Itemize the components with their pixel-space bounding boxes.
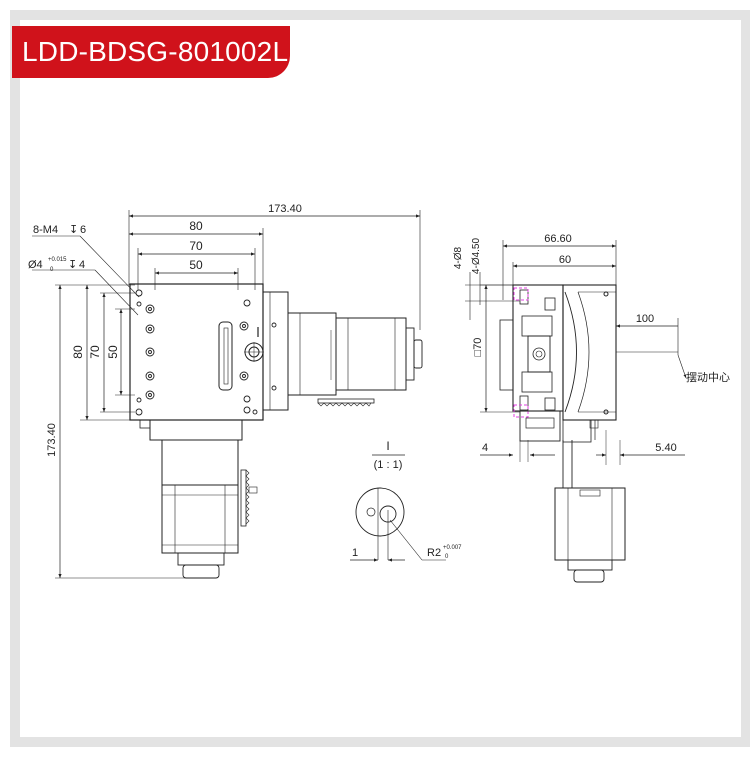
drawing-frame [10,10,750,747]
dim-80: 80 [189,219,203,233]
dim-sq70: □70 [472,338,484,357]
detail-radius-tol-upper: +0.007 [443,545,462,551]
front-view-labels: 173.40 80 70 50 80 70 50 173.40 8-M4 ↧ 6… [28,203,302,457]
note-pin-tol-lower: 0 [50,267,54,273]
note-4-phi8: 4-Ø8 [453,246,464,269]
depth-symbol-icon: ↧ [69,224,78,236]
dim-50: 50 [189,258,203,272]
dim-v80: 80 [71,345,85,359]
note-thread: 8-M4 [33,224,58,236]
detail-view [350,454,446,562]
dim-v50: 50 [106,345,120,359]
detail-scale: (1 : 1) [374,459,403,471]
dim-v70: 70 [88,345,102,359]
side-view [465,240,687,583]
dim-66-60: 66.60 [544,233,572,245]
detail-radius: R2 [427,547,441,559]
note-pin-tol-upper: +0.015 [48,257,67,263]
note-4-phi4-50: 4-Ø4.50 [471,237,482,274]
dim-4: 4 [482,442,488,454]
detail-label: I [386,439,389,453]
title-badge: LDD-BDSG-801002L [12,26,290,78]
dim-overall-height: 173.40 [46,423,58,457]
dim-5-40: 5.40 [655,442,676,454]
depth-symbol-icon: ↧ [68,259,77,271]
note-thread-depth: 6 [80,224,86,236]
dim-overall-width: 173.40 [268,203,302,215]
dim-70: 70 [189,239,203,253]
front-view [32,210,423,579]
note-pin-dia: Ø4 [28,259,43,271]
detail-labels: I (1 : 1) 1 R2 +0.007 0 [352,439,462,560]
dim-60: 60 [559,254,571,266]
detail-radius-tol-lower: 0 [445,554,449,560]
dim-100: 100 [636,313,654,325]
note-pin-depth: 4 [79,259,85,271]
detail-dim-1: 1 [352,547,358,559]
swing-center-label: 摆动中心 [686,370,730,384]
side-view-labels: 66.60 60 4-Ø8 4-Ø4.50 □70 100 摆动中心 4 5.4… [453,233,730,454]
